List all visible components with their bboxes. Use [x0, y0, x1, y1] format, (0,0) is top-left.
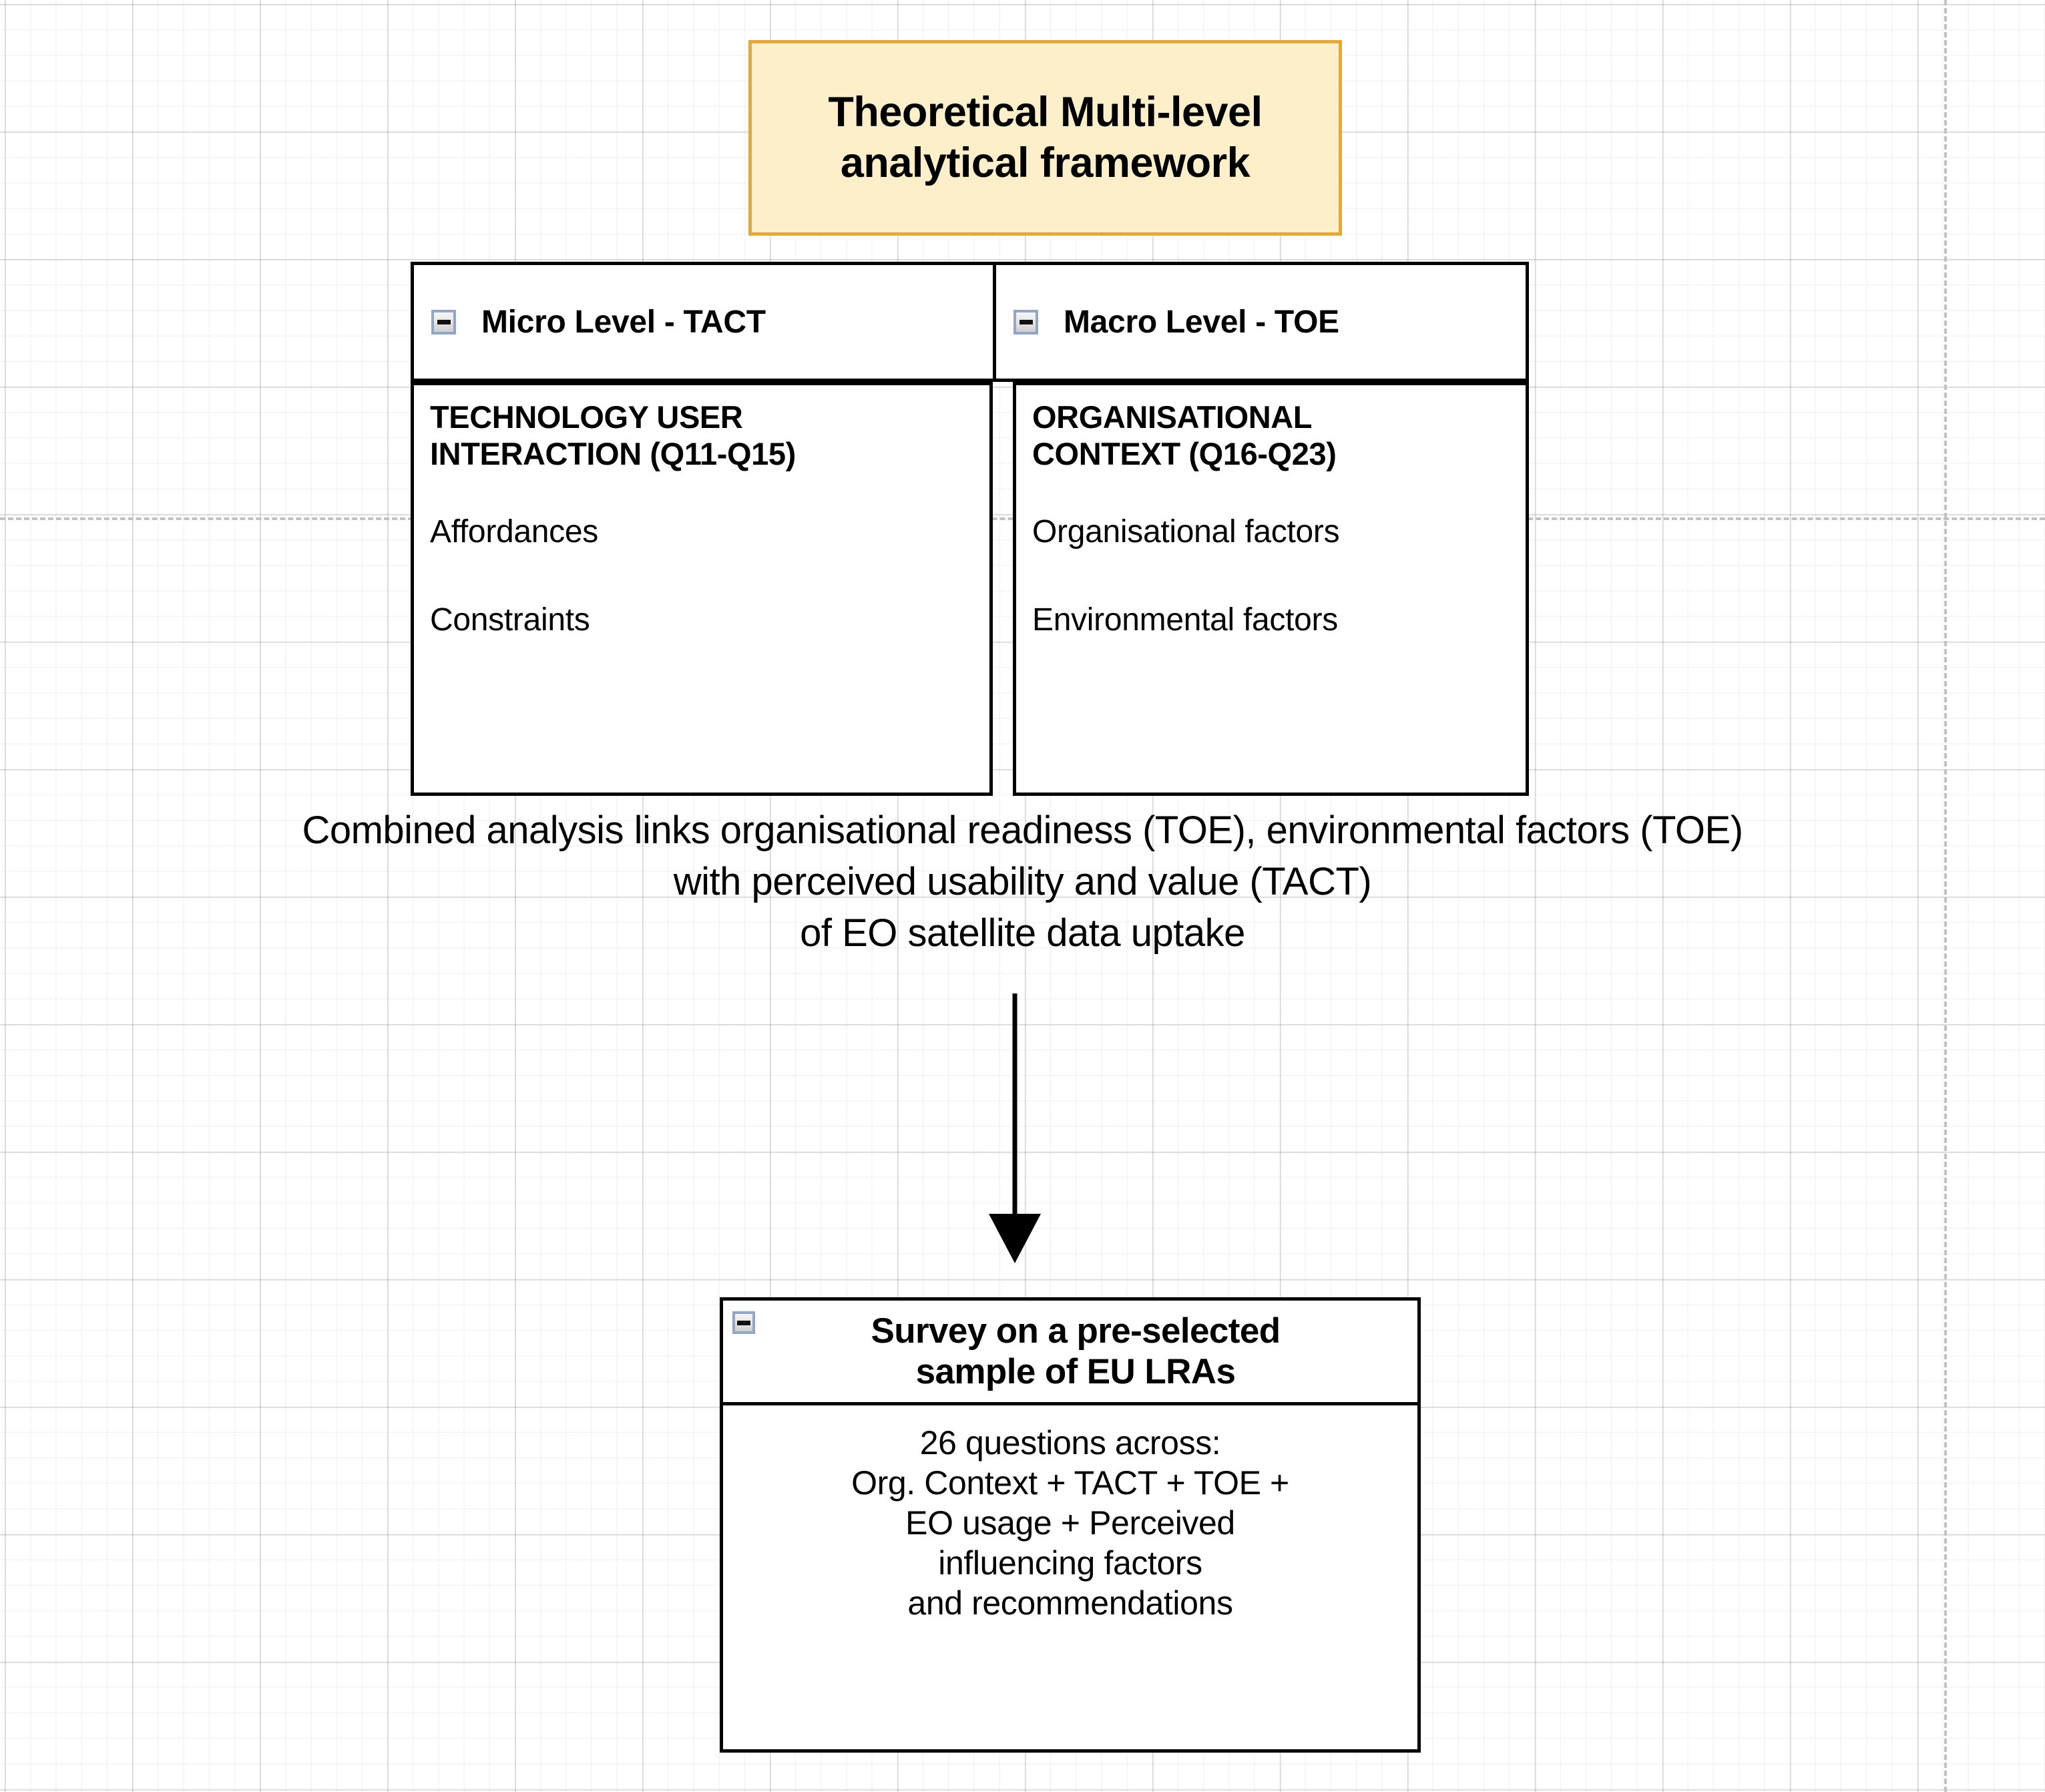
micro-item-affordances: Affordances — [430, 513, 598, 549]
micro-subheader-line-1: TECHNOLOGY USER — [430, 399, 743, 435]
minus-bar — [437, 319, 451, 324]
survey-body-line-2: Org. Context + TACT + TOE + — [851, 1464, 1289, 1502]
survey-body-line-3: EO usage + Perceived — [905, 1504, 1235, 1542]
framework-table: Micro Level - TACT Macro Level - TOE TEC… — [411, 262, 1529, 796]
survey-title-line-1: Survey on a pre-selected — [871, 1311, 1281, 1351]
column-body-micro: TECHNOLOGY USER INTERACTION (Q11-Q15) Af… — [411, 382, 993, 796]
minus-icon[interactable] — [431, 309, 456, 334]
down-arrow-icon — [989, 993, 1041, 1263]
minus-bar — [737, 1320, 750, 1325]
title-box: Theoretical Multi-level analytical frame… — [748, 40, 1342, 236]
survey-body-line-1: 26 questions across: — [919, 1424, 1221, 1462]
column-header-micro-label: Micro Level - TACT — [481, 304, 766, 340]
macro-item-environmental-factors: Environmental factors — [1032, 602, 1338, 638]
title-line-1: Theoretical Multi-level — [828, 88, 1263, 136]
macro-subheader: ORGANISATIONAL CONTEXT (Q16-Q23) — [1032, 399, 1526, 473]
column-body-macro: ORGANISATIONAL CONTEXT (Q16-Q23) Organis… — [1013, 382, 1529, 796]
column-header-micro[interactable]: Micro Level - TACT — [414, 265, 996, 379]
column-header-macro[interactable]: Macro Level - TOE — [996, 265, 1529, 379]
minus-icon[interactable] — [732, 1311, 755, 1334]
analysis-note-line-2: with perceived usability and value (TACT… — [673, 860, 1372, 904]
framework-table-header-row: Micro Level - TACT Macro Level - TOE — [411, 262, 1529, 382]
macro-subheader-line-1: ORGANISATIONAL — [1032, 399, 1313, 435]
survey-box: Survey on a pre-selected sample of EU LR… — [720, 1297, 1421, 1753]
analysis-note-line-3: of EO satellite data uptake — [800, 911, 1245, 955]
survey-title-line-2: sample of EU LRAs — [915, 1352, 1236, 1391]
survey-body-line-5: and recommendations — [907, 1584, 1233, 1622]
micro-subheader-line-2: INTERACTION (Q11-Q15) — [430, 436, 796, 472]
column-header-macro-label: Macro Level - TOE — [1064, 304, 1339, 340]
analysis-note: Combined analysis links organisational r… — [0, 805, 2045, 959]
macro-item-organisational-factors: Organisational factors — [1032, 513, 1340, 549]
micro-subheader: TECHNOLOGY USER INTERACTION (Q11-Q15) — [430, 399, 989, 473]
survey-box-header[interactable]: Survey on a pre-selected sample of EU LR… — [723, 1301, 1417, 1405]
minus-bar — [1019, 319, 1033, 324]
macro-subheader-line-2: CONTEXT (Q16-Q23) — [1032, 436, 1337, 472]
survey-title: Survey on a pre-selected sample of EU LR… — [860, 1311, 1281, 1393]
title-line-2: analytical framework — [840, 139, 1251, 186]
survey-body: 26 questions across: Org. Context + TACT… — [723, 1405, 1417, 1623]
minus-icon[interactable] — [1013, 309, 1038, 334]
analysis-note-line-1: Combined analysis links organisational r… — [302, 809, 1743, 852]
survey-body-line-4: influencing factors — [938, 1544, 1202, 1582]
title-text: Theoretical Multi-level analytical frame… — [828, 87, 1263, 188]
vertical-guide-line — [1944, 0, 1947, 1792]
micro-item-constraints: Constraints — [430, 602, 590, 638]
